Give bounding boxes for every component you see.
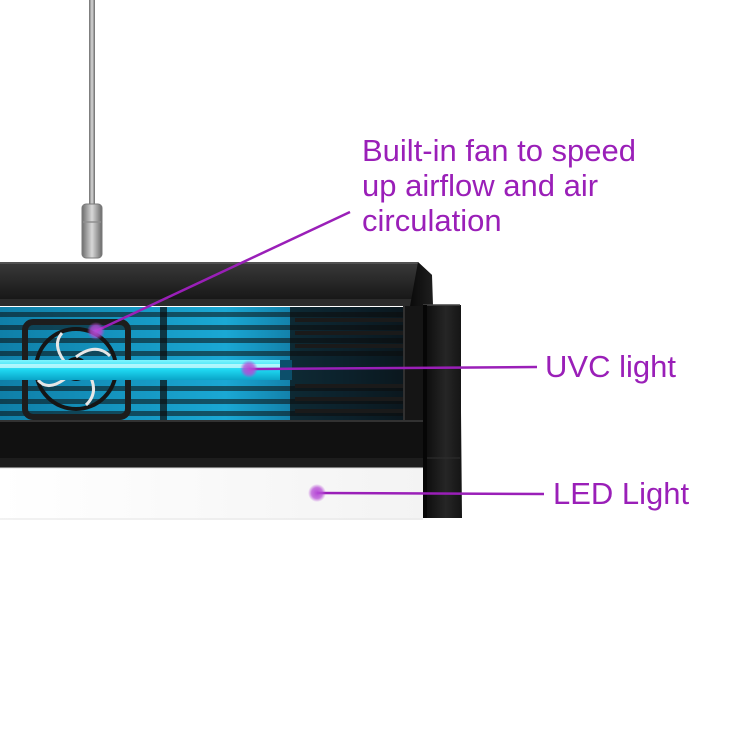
uvc-annotation: UVC light	[545, 349, 676, 384]
fan-annotation-line-1: Built-in fan to speed	[362, 133, 637, 168]
suspension-cable	[89, 0, 95, 205]
fan-annotation-line-2: up airflow and air	[362, 168, 599, 203]
fan-annotation-line-3: circulation	[362, 203, 502, 238]
led-callout	[308, 484, 545, 502]
top-housing	[0, 262, 432, 306]
fan-callout	[87, 210, 351, 340]
uvc-callout	[240, 360, 538, 378]
cable-clamp	[81, 203, 103, 259]
end-cap	[410, 262, 462, 518]
fan-annotation: Built-in fan to speed up airflow and air…	[362, 133, 636, 238]
led-annotation: LED Light	[553, 476, 690, 511]
